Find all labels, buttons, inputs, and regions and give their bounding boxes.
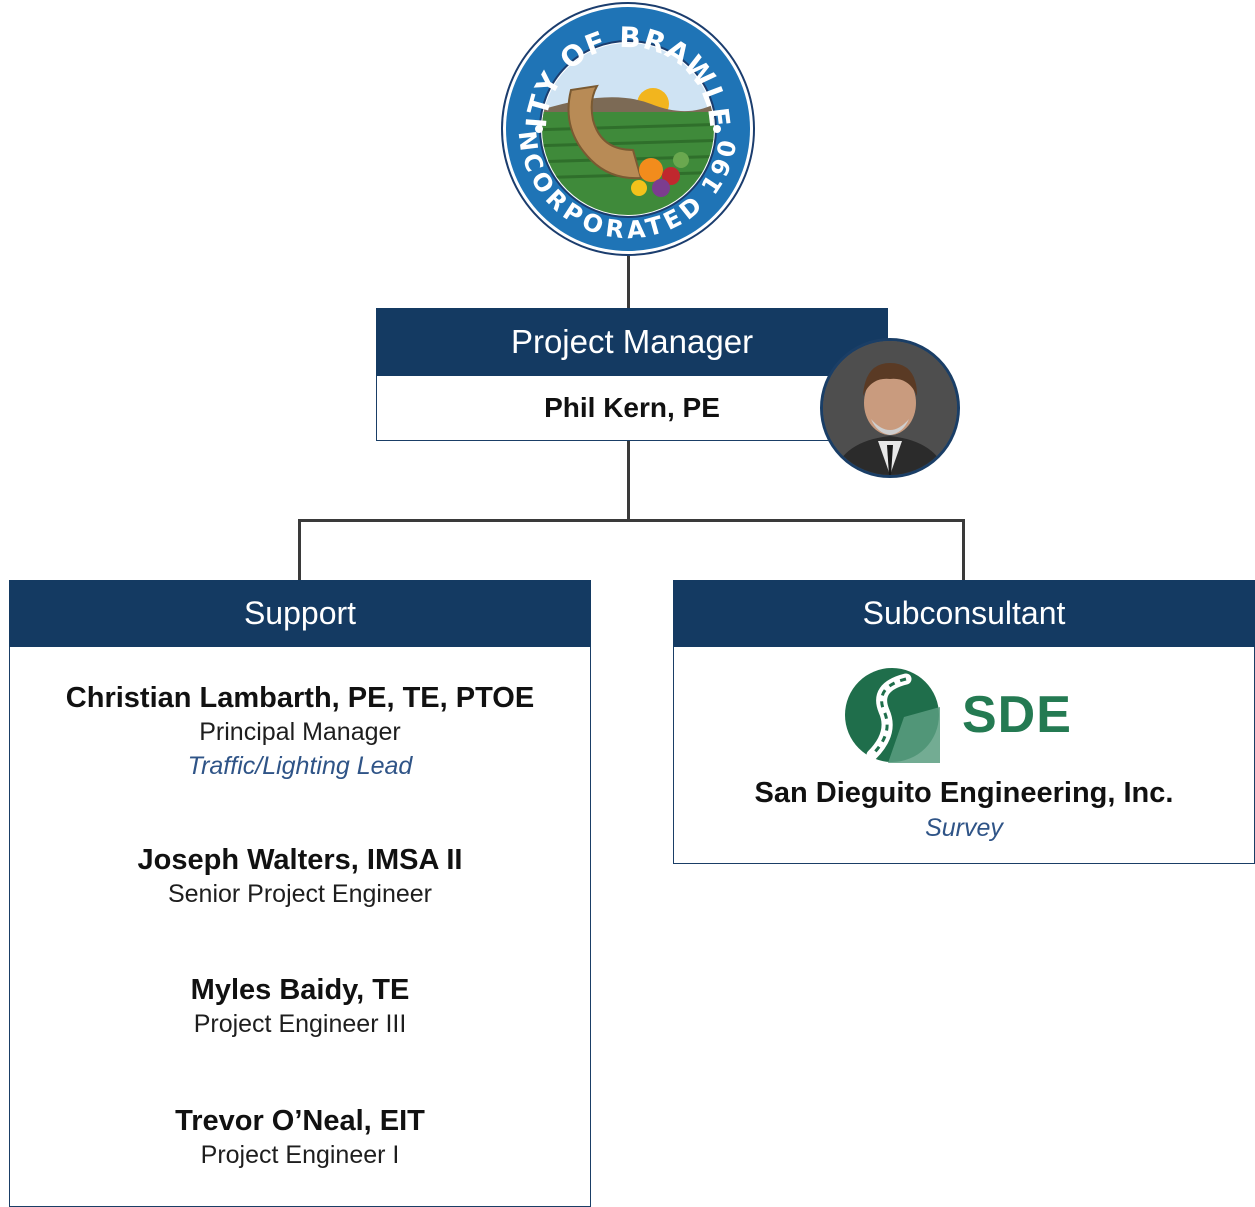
connector-seal-to-pm <box>627 256 630 308</box>
firm-role: Survey <box>925 814 1003 842</box>
support-box: Christian Lambarth, PE, TE, PTOE Princip… <box>9 647 591 1207</box>
project-manager-headshot <box>820 338 960 478</box>
person-role: Project Engineer I <box>200 1141 400 1169</box>
connector-to-subconsultant <box>962 519 965 580</box>
support-person: Christian Lambarth, PE, TE, PTOE Princip… <box>10 681 590 783</box>
subconsultant-header: Subconsultant <box>673 580 1255 647</box>
subconsultant-box: SDE San Dieguito Engineering, Inc. Surve… <box>673 647 1255 864</box>
support-person: Joseph Walters, IMSA II Senior Project E… <box>10 843 590 911</box>
person-name: Trevor O’Neal, EIT <box>175 1105 425 1137</box>
subconsultant-title: Subconsultant <box>862 595 1066 631</box>
support-person: Trevor O’Neal, EIT Project Engineer I <box>10 1104 590 1172</box>
connector-pm-down <box>627 441 630 521</box>
person-role: Principal Manager <box>199 718 401 746</box>
project-manager-name: Phil Kern, PE <box>544 392 720 423</box>
firm-name: San Dieguito Engineering, Inc. <box>754 777 1174 809</box>
subconsultant-firm: San Dieguito Engineering, Inc. Survey <box>674 775 1254 845</box>
support-title: Support <box>243 595 357 631</box>
person-name: Myles Baidy, TE <box>190 974 410 1006</box>
connector-to-support <box>298 519 301 580</box>
project-manager-title: Project Manager <box>510 323 754 360</box>
person-role: Senior Project Engineer <box>167 880 433 908</box>
support-header: Support <box>9 580 591 647</box>
person-photo-icon <box>823 341 957 475</box>
person-name: Christian Lambarth, PE, TE, PTOE <box>65 682 535 714</box>
connector-horizontal <box>298 519 965 522</box>
project-manager-header: Project Manager <box>376 308 888 376</box>
support-person: Myles Baidy, TE Project Engineer III <box>10 973 590 1041</box>
person-lead-role: Traffic/Lighting Lead <box>187 752 413 780</box>
sde-logo-text: SDE <box>962 686 1072 744</box>
sde-road-icon <box>845 668 940 763</box>
city-seal-logo: CITY OF BRAWLEY INCORPORATED 1908 <box>501 0 755 256</box>
person-role: Project Engineer III <box>193 1010 407 1038</box>
person-name: Joseph Walters, IMSA II <box>137 844 463 876</box>
project-manager-box: Phil Kern, PE <box>376 376 888 441</box>
sde-logo: SDE <box>844 667 1084 763</box>
